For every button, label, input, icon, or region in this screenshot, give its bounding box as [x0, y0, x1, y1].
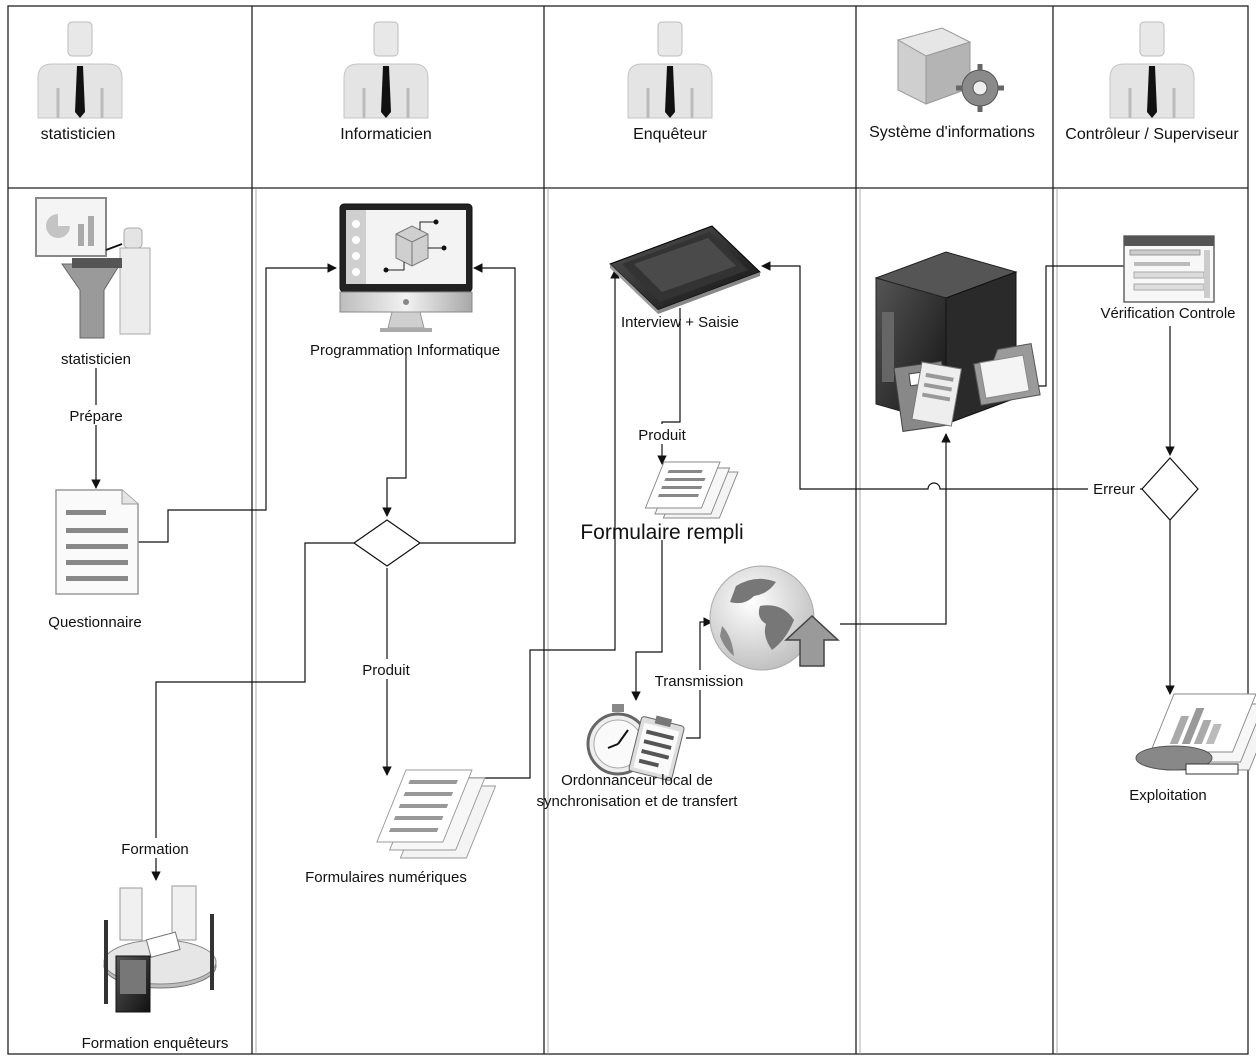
- person-icon: [37, 21, 123, 119]
- edge-label-prepare: Prépare: [69, 408, 122, 425]
- browser-window-icon: [1123, 235, 1215, 303]
- decision-diamond-controleur: [1141, 457, 1199, 521]
- monitor-icon: [339, 203, 473, 332]
- node-label-ordonnanceur-line2: synchronisation et de transfert: [537, 793, 739, 810]
- edge-label-erreur: Erreur: [1093, 481, 1135, 498]
- edge-verification-to-server: [1032, 265, 1124, 387]
- lane-header-informaticien: Informaticien: [340, 126, 432, 143]
- edge-label-formation: Formation: [121, 841, 189, 858]
- node-label-exploitation: Exploitation: [1129, 787, 1207, 804]
- edge-label-transmission: Transmission: [655, 673, 744, 690]
- system-cube-gear-icon: [896, 27, 1004, 112]
- lane-header-statisticien: statisticien: [41, 126, 116, 143]
- node-label-formulaire-rempli: Formulaire rempli: [580, 521, 743, 544]
- forms-stack-icon: [376, 769, 497, 859]
- node-label-formation-enqueteurs: Formation enquêteurs: [82, 1035, 229, 1052]
- node-label-formulaires-numeriques: Formulaires numériques: [305, 869, 467, 886]
- edge-rempli-to-ordonnanceur: [631, 540, 663, 701]
- edge-questionnaire-to-programmation: [138, 263, 337, 543]
- globe-upload-icon: [709, 565, 840, 671]
- swimlane-grid: [7, 5, 1249, 1055]
- edge-programmation-to-decision: [382, 352, 407, 517]
- presenter-icon: [35, 197, 151, 339]
- person-icon: [627, 21, 713, 119]
- node-label-verification: Vérification Controle: [1100, 305, 1235, 322]
- person-icon: [343, 21, 429, 119]
- edge-label-produit-rempli: Produit: [638, 427, 686, 444]
- edge-decision-loop: [420, 263, 516, 544]
- node-label-programmation: Programmation Informatique: [310, 342, 500, 359]
- edge-erreur: [761, 261, 1142, 490]
- decision-diamond-informaticien: [352, 519, 422, 567]
- document-icon: [55, 489, 139, 595]
- tablet-icon: [609, 225, 761, 314]
- node-label-interview: Interview + Saisie: [621, 314, 739, 331]
- node-label-ordonnanceur-line1: Ordonnanceur local de: [561, 772, 713, 789]
- lane-header-systeme: Système d'informations: [869, 124, 1035, 141]
- lane-header-enqueteur: Enquêteur: [633, 126, 708, 143]
- lane-header-controleur: Contrôleur / Superviseur: [1065, 126, 1239, 143]
- edge-formation: [151, 542, 354, 881]
- filled-form-icon: [644, 461, 739, 519]
- node-label-questionnaire: Questionnaire: [48, 614, 141, 631]
- person-icon: [1109, 21, 1195, 119]
- server-folders-icon: [874, 251, 1041, 432]
- node-label-statisticien: statisticien: [61, 351, 131, 368]
- edge-globe-to-server: [840, 433, 951, 625]
- stopwatch-clipboard-icon: [586, 704, 685, 781]
- report-charts-icon: [1135, 693, 1256, 775]
- meeting-table-icon: [103, 885, 217, 1013]
- edge-label-produit-formulaires: Produit: [362, 662, 410, 679]
